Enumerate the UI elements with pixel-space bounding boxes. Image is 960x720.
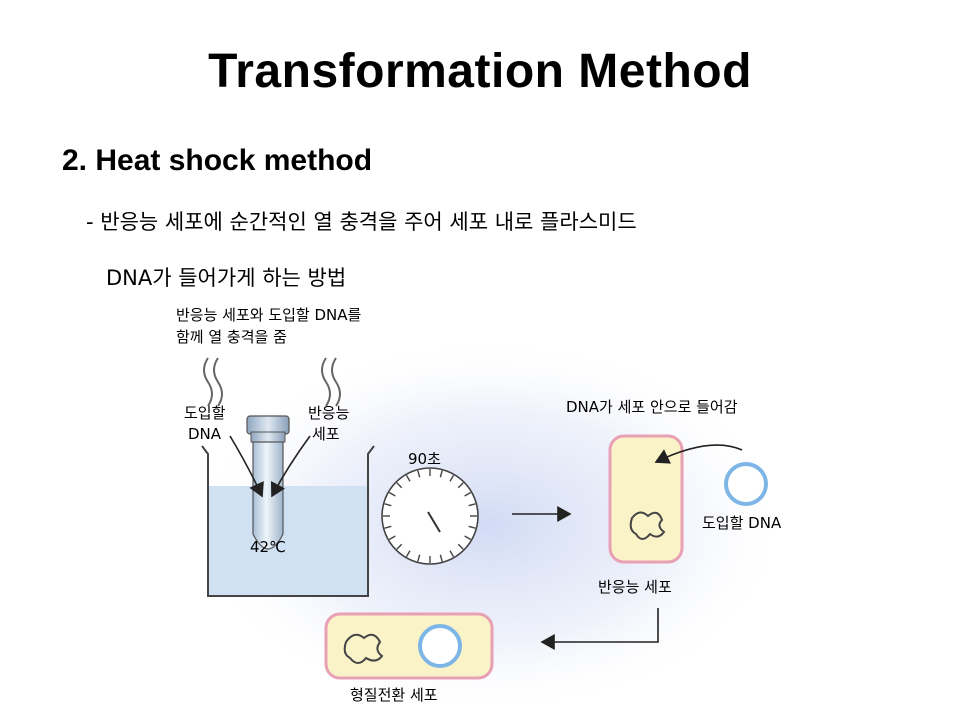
clock-tick xyxy=(449,550,455,558)
slide-title: Transformation Method xyxy=(208,45,752,98)
step1-caption-line2: 함께 열 충격을 줌 xyxy=(176,328,287,346)
label-dna-line1: 도입할 xyxy=(184,404,226,422)
test-tube-icon xyxy=(246,415,290,550)
clock-tick xyxy=(457,482,464,489)
clock-tick xyxy=(396,482,403,489)
clock-tick xyxy=(384,503,392,507)
timer-clock-icon xyxy=(381,467,479,565)
plasmid-label: 도입할 DNA xyxy=(702,514,782,532)
clock-tick xyxy=(388,535,396,541)
clock-tick xyxy=(417,470,421,478)
description-line-2: DNA가 들어가게 하는 방법 xyxy=(106,266,347,290)
clock-tick xyxy=(439,470,443,478)
step1-caption-line1: 반응능 세포와 도입할 DNA를 xyxy=(176,306,362,324)
plasmid-icon xyxy=(724,462,768,506)
competent-cell-label: 반응능 세포 xyxy=(598,578,672,596)
plasmid-entry-arrow xyxy=(654,444,743,464)
clock-tick xyxy=(396,543,403,550)
heat-shock-diagram: 반응능 세포와 도입할 DNA를 함께 열 충격을 줌 도입할 DNA 반응능 … xyxy=(176,306,790,716)
label-dna-line2: DNA xyxy=(188,425,222,443)
clock-tick xyxy=(468,503,476,507)
transformed-plasmid-icon xyxy=(418,624,462,668)
water-bath-beaker xyxy=(201,445,375,597)
clock-tick xyxy=(388,491,396,497)
process-arrow-2 xyxy=(540,608,659,650)
competent-cell xyxy=(608,434,684,564)
heat-waves-icon xyxy=(203,357,341,407)
label-cells-line2: 세포 xyxy=(312,425,340,443)
chromosomal-dna-icon xyxy=(629,511,666,540)
clock-tick xyxy=(417,554,421,562)
mixing-arrows xyxy=(229,435,311,498)
transformed-cell-label: 형질전환 세포 xyxy=(350,686,438,704)
temperature-label: 42℃ xyxy=(250,538,286,556)
timer-label: 90초 xyxy=(408,450,441,468)
clock-tick xyxy=(384,525,392,529)
description-line-1: - 반응능 세포에 순간적인 열 충격을 주어 세포 내로 플라스미드 xyxy=(86,210,637,234)
dna-enters-caption: DNA가 세포 안으로 들어감 xyxy=(566,398,738,416)
clock-tick xyxy=(439,554,443,562)
clock-tick xyxy=(405,550,411,558)
clock-tick xyxy=(464,491,472,497)
label-cells-line1: 반응능 xyxy=(308,404,350,422)
clock-tick xyxy=(464,535,472,541)
water-bath xyxy=(209,486,367,595)
transformed-cell xyxy=(324,612,494,680)
transformed-chromosomal-dna-icon xyxy=(343,633,384,664)
clock-tick xyxy=(405,474,411,482)
clock-tick xyxy=(449,474,455,482)
clock-tick xyxy=(457,543,464,550)
clock-tick xyxy=(468,525,476,529)
section-heading: 2. Heat shock method xyxy=(62,144,373,177)
